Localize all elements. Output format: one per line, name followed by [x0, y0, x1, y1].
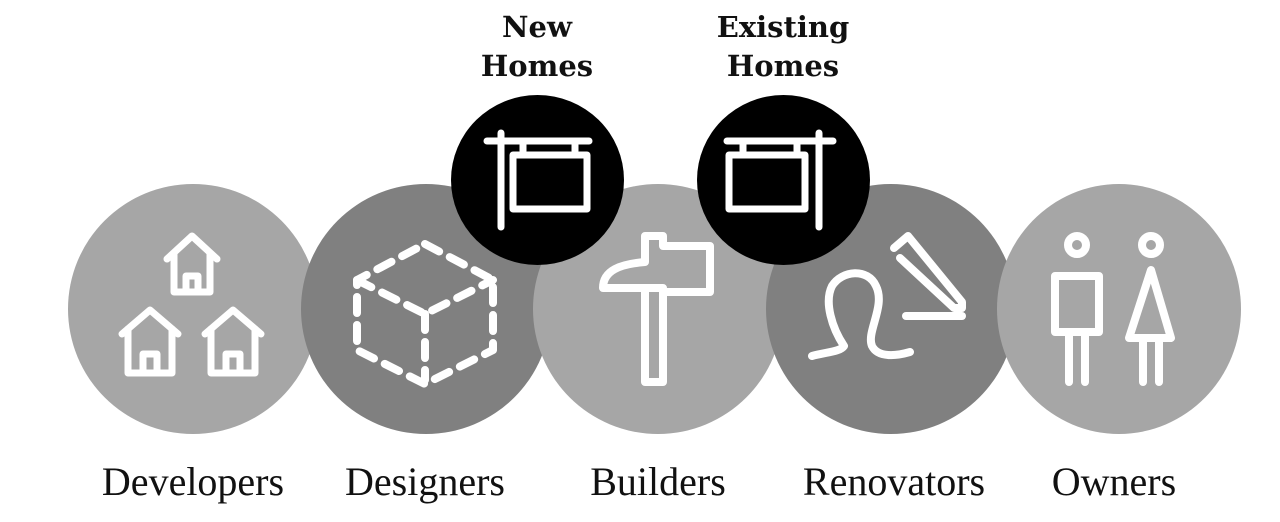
category-label-owners: Owners	[1051, 459, 1177, 504]
circle-new-homes	[451, 95, 624, 265]
dashed-cube-icon	[353, 240, 497, 388]
category-label-designers: Designers	[345, 459, 505, 504]
houses-icon	[118, 232, 265, 377]
category-label-builders: Builders	[590, 459, 726, 504]
market-label-new-homes: New Homes	[437, 8, 637, 86]
category-label-developers: Developers	[101, 459, 285, 504]
market-label-line2: Homes	[480, 49, 594, 83]
circle-owners	[997, 184, 1241, 434]
market-label-line2: Homes	[726, 49, 840, 83]
hammer-icon	[599, 232, 714, 386]
category-label-renovators: Renovators	[802, 459, 986, 504]
signature-pencil-icon	[808, 232, 966, 360]
hanging-sign-icon	[723, 129, 837, 231]
circle-existing-homes	[697, 95, 870, 265]
market-label-line1: New	[502, 10, 572, 44]
circle-developers	[68, 184, 318, 434]
hanging-sign-icon	[483, 129, 593, 231]
circle-renovators	[766, 184, 1016, 434]
people-icon	[1051, 232, 1175, 386]
market-label-line1: Existing	[716, 10, 850, 44]
market-label-existing-homes: Existing Homes	[683, 8, 883, 86]
